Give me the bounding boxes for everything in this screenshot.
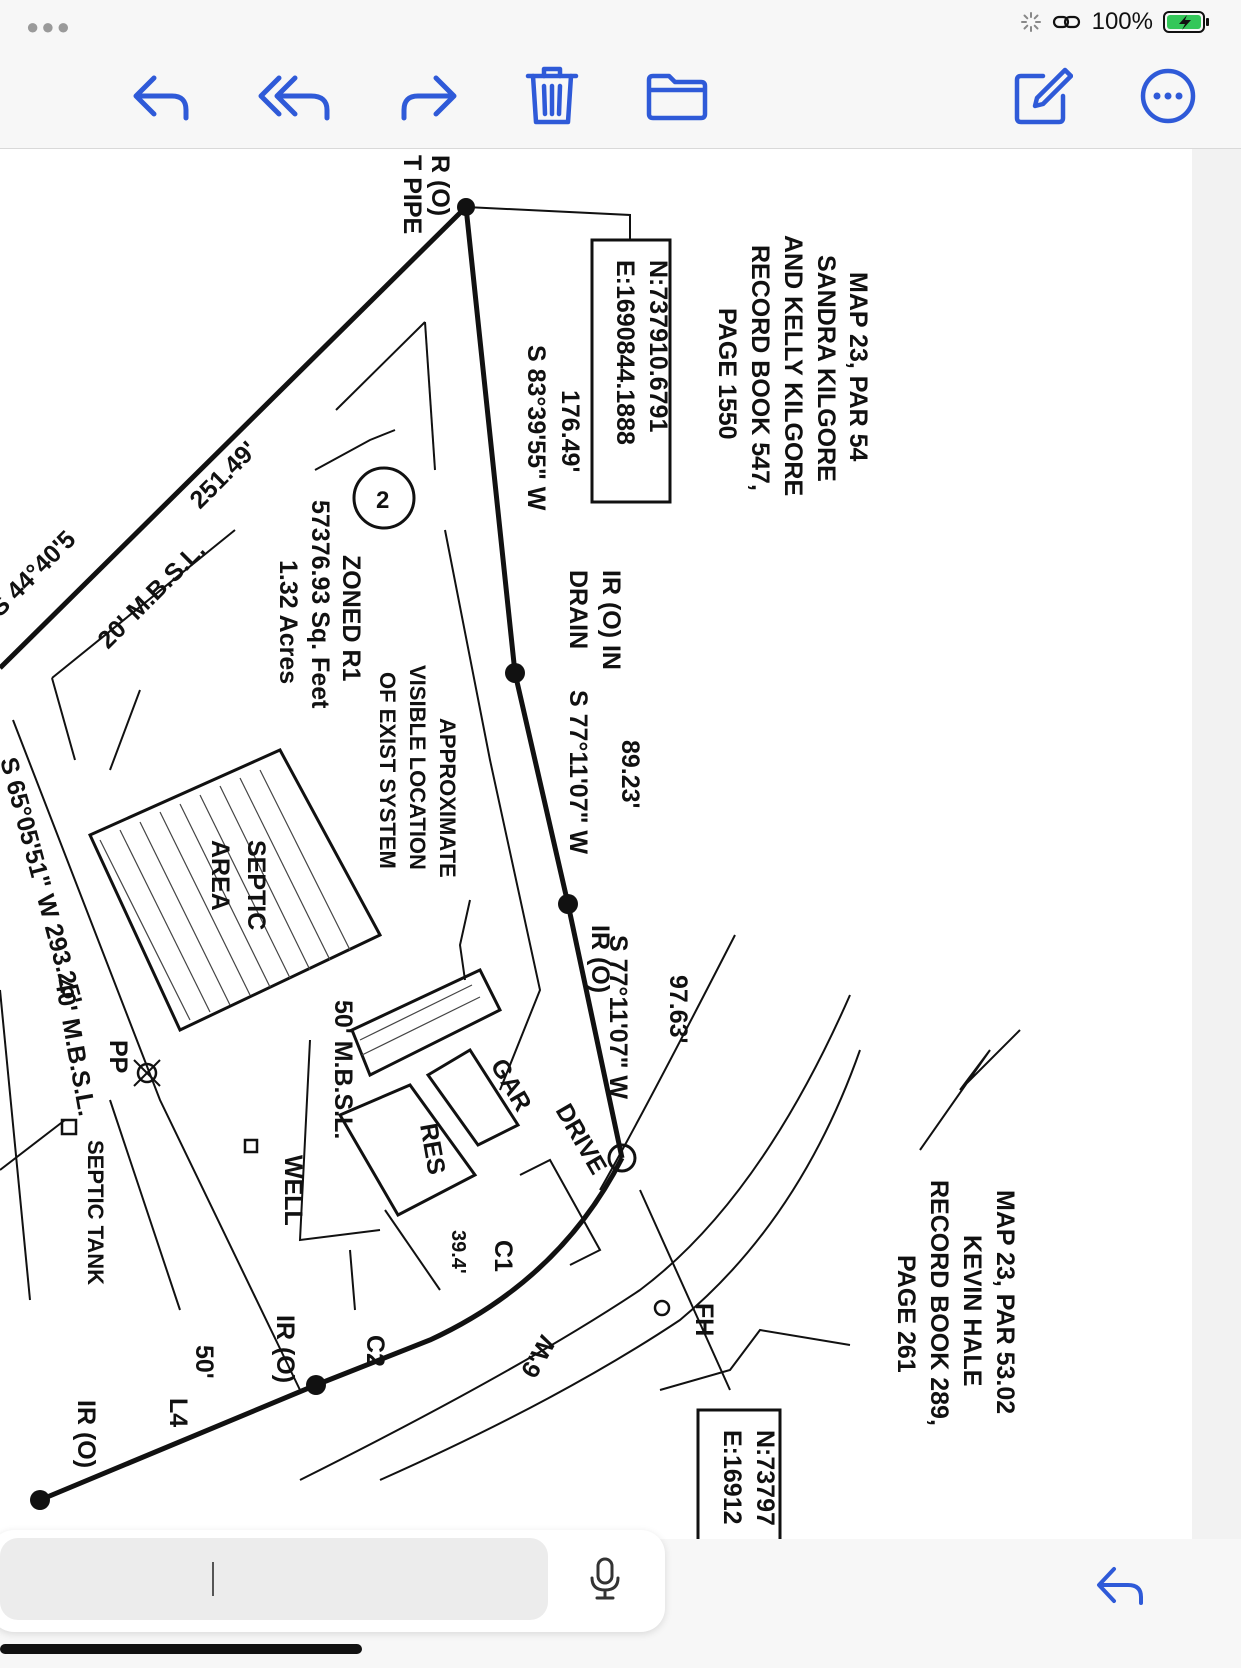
top-fragment-line1: R (O) — [426, 155, 454, 216]
area-acres: 1.32 Acres — [274, 560, 302, 684]
link-icon — [1052, 15, 1080, 29]
top-fragment-line2: T PIPE — [398, 155, 426, 234]
owner1-line5: PAGE 1550 — [713, 308, 741, 440]
compose-button[interactable] — [1003, 56, 1083, 136]
trash-button[interactable] — [512, 56, 592, 136]
page-edge — [1192, 149, 1241, 1539]
coord2-e: E:16912 — [718, 1430, 746, 1525]
microphone-icon — [590, 1557, 620, 1600]
dim-39-4: 39.4' — [447, 1230, 469, 1274]
owner2-line2: KEVIN HALE — [958, 1235, 986, 1386]
mail-toolbar — [0, 50, 1241, 149]
boundary3-bearing: S 77°11'07" W — [604, 935, 632, 1099]
owner1-line4: RECORD BOOK 547, — [746, 245, 774, 491]
fire-hydrant-label: FH — [690, 1303, 718, 1336]
curve-c2: C2 — [361, 1335, 389, 1367]
loading-spinner-icon — [1020, 12, 1041, 32]
dictation-button[interactable] — [570, 1538, 640, 1620]
setback-40: 40' M.B.S.L. — [49, 976, 101, 1118]
folder-icon — [646, 73, 708, 121]
search-input[interactable] — [0, 1538, 548, 1620]
septic-area-line2: AREA — [206, 840, 234, 911]
reply-all-icon — [258, 75, 330, 121]
road-width-label: 6'W — [516, 1331, 562, 1383]
reply-all-button[interactable] — [255, 56, 335, 136]
boundary1-bearing: S 83°39'55" W — [522, 345, 550, 511]
reply-button[interactable] — [120, 56, 200, 136]
septic-area-outline — [88, 748, 383, 1033]
owner1-line3: AND KELLY KILGORE — [779, 235, 807, 496]
owner1-line2: SANDRA KILGORE — [812, 255, 840, 482]
owner2-line1: MAP 23, PAR 53.02 — [991, 1190, 1019, 1414]
ir-o-label-3: IR (O) — [72, 1400, 100, 1468]
well-label: WELL — [279, 1155, 307, 1226]
zoned: ZONED R1 — [337, 555, 365, 682]
setback-50: 50' M.B.S.L. — [329, 1000, 357, 1139]
status-indicators: 100% — [1020, 8, 1211, 36]
left-bearing: S 44°40'5 — [0, 525, 81, 622]
ir-o-label: IR (O) — [586, 925, 614, 993]
owner2-line3: RECORD BOOK 289, — [925, 1180, 953, 1426]
boundary-north — [463, 206, 625, 1159]
survey-plat-svg: MAP 23, PAR 54 SANDRA KILGORE AND KELLY … — [0, 155, 1021, 1539]
reply-icon — [1097, 1567, 1143, 1605]
curve-c1: C1 — [489, 1240, 517, 1272]
approx-line3: OF EXIST SYSTEM — [375, 672, 400, 869]
boundary2-length: 89.23' — [616, 740, 644, 809]
more-options-button[interactable] — [1128, 56, 1208, 136]
boundary1-length: 176.49' — [556, 390, 584, 472]
dim-50: 50' — [190, 1345, 218, 1379]
move-to-folder-button[interactable] — [637, 56, 717, 136]
approx-line2: VISIBLE LOCATION — [405, 665, 430, 870]
boundary2-bearing: S 77°11'07" W — [564, 690, 592, 854]
compose-icon — [1014, 67, 1073, 125]
boundary3-length: 97.63' — [664, 975, 692, 1044]
lot-number: 2 — [376, 487, 389, 514]
forward-button[interactable] — [390, 56, 470, 136]
text-caret — [212, 1562, 214, 1596]
battery-percent: 100% — [1091, 8, 1153, 35]
owner1-line1: MAP 23, PAR 54 — [844, 272, 872, 462]
home-indicator — [0, 1644, 362, 1654]
coord1-e: E:1690844.1888 — [611, 260, 639, 445]
ir-o-label-2: IR (O) — [271, 1315, 299, 1383]
reply-icon — [133, 75, 189, 121]
more-icon — [1140, 68, 1196, 124]
boundary-road-curve — [39, 1156, 625, 1503]
boundary-west-top — [0, 205, 468, 670]
coord1-n: N:737910.6791 — [644, 260, 672, 432]
drive-label: DRIVE — [550, 1099, 612, 1179]
south-bearing: S 65°05'51" W 293.25' — [0, 754, 87, 1007]
line-l4: L4 — [164, 1398, 192, 1427]
forward-icon — [401, 75, 457, 121]
approx-line1: APPROXIMATE — [435, 718, 460, 878]
status-bar: ●●● 100% — [0, 0, 1241, 50]
trash-icon — [525, 66, 579, 125]
coord2-n: N:73797 — [751, 1430, 779, 1526]
reply-bottom-button[interactable] — [1085, 1555, 1155, 1615]
septic-tank-label: SEPTIC TANK — [83, 1140, 108, 1285]
residence-label: RES — [414, 1121, 451, 1176]
ir-drain-line1: IR (O) IN — [597, 570, 625, 670]
ir-drain-line2: DRAIN — [564, 570, 592, 649]
owner2-line4: PAGE 261 — [892, 1255, 920, 1373]
septic-area-line1: SEPTIC — [242, 840, 270, 930]
pp-label: PP — [104, 1040, 132, 1073]
battery-charging-icon — [1163, 11, 1209, 33]
multitasking-dots-icon[interactable]: ●●● — [26, 14, 72, 39]
area-sqft: 57376.93 Sq. Feet — [306, 500, 334, 709]
attachment-survey-drawing[interactable]: MAP 23, PAR 54 SANDRA KILGORE AND KELLY … — [0, 149, 1192, 1539]
setback-20: 20' M.B.S.L. — [92, 536, 210, 654]
